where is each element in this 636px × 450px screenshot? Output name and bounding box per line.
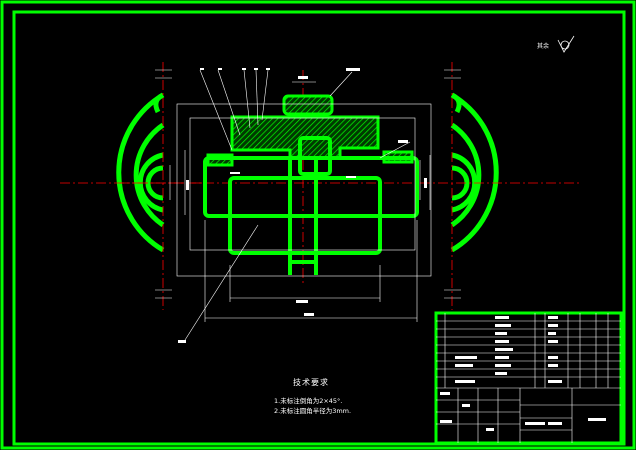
title-block-text-marks [440, 316, 606, 431]
inner-frame [12, 10, 626, 446]
title-block [434, 311, 623, 445]
technical-requirement-item-2: 2.未标注圆角半径为3mm. [274, 407, 352, 415]
coupling-body [203, 136, 419, 275]
technical-requirement-item-1: 1.未标注倒角为2×45°. [274, 397, 343, 405]
dimension-label-marks [178, 68, 427, 343]
right-end-view [450, 92, 499, 253]
center-lines [60, 62, 580, 310]
roughness-symbol [557, 35, 575, 53]
dimension-lines [155, 69, 461, 341]
roughness-label: 其余 [537, 43, 550, 50]
left-end-view [116, 92, 165, 253]
technical-requirements-title: 技术要求 [293, 378, 329, 387]
